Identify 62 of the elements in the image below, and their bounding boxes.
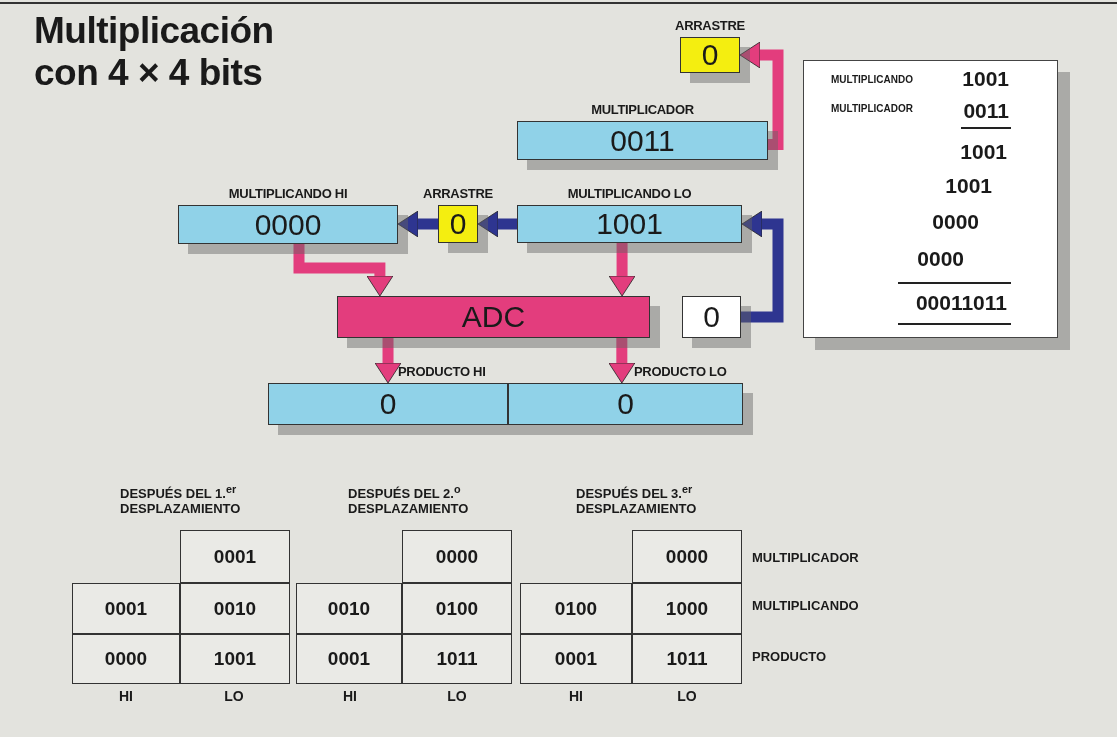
row-label: MULTIPLICADOR <box>752 551 860 566</box>
table-cell: 0001 <box>72 583 180 634</box>
register-value: 0 <box>703 302 720 332</box>
register-value: 1001 <box>596 209 663 239</box>
table-cell: 0001 <box>520 634 632 684</box>
column-label: LO <box>676 688 698 705</box>
binary-number: 1001 <box>960 141 1007 162</box>
register-value: 0 <box>617 389 634 419</box>
register-value: 0011 <box>610 125 675 156</box>
register-label: MULTIPLICANDO HI <box>228 186 348 201</box>
table-cell: 0000 <box>72 634 180 684</box>
operand-label: MULTIPLICANDO <box>831 75 914 85</box>
calculation-panel <box>803 60 1058 338</box>
table-cell: 1011 <box>632 634 742 684</box>
column-label: HI <box>568 688 584 705</box>
table-cell: 1011 <box>402 634 512 684</box>
table-cell: 1000 <box>632 583 742 634</box>
arrow <box>608 338 636 384</box>
register-value: 0 <box>379 389 397 419</box>
table-cell: 0000 <box>402 530 512 583</box>
register-label: MULTIPLICADOR <box>591 102 694 117</box>
register-label: PRODUCTO HI <box>398 364 486 379</box>
arrow <box>608 243 636 297</box>
column-label: LO <box>223 688 245 705</box>
table-cell: 0010 <box>296 583 402 634</box>
arrow <box>477 210 517 238</box>
arrow <box>293 244 394 297</box>
arrow <box>741 210 784 323</box>
binary-number: 1001 <box>962 68 1009 89</box>
row-label: MULTIPLICANDO <box>752 599 860 614</box>
binary-number: 00011011 <box>915 292 1007 313</box>
register-label: PRODUCTO LO <box>634 364 727 379</box>
binary-number: 0000 <box>932 211 979 232</box>
table-cell: 0001 <box>296 634 402 684</box>
table-heading: DESPUÉS DEL 1.$^{er}$ DESPLAZAMIENTO <box>120 483 242 518</box>
arrow <box>374 338 402 384</box>
operand-label: MULTIPLICADOR <box>831 104 914 114</box>
row-label: PRODUCTO <box>752 650 828 665</box>
column-label: HI <box>118 688 134 705</box>
column-label: HI <box>342 688 358 705</box>
register-value: 0 <box>449 209 467 239</box>
register-value: 0000 <box>254 209 322 240</box>
table-cell: 0010 <box>180 583 290 634</box>
register-label: MULTIPLICANDO LO <box>567 186 692 201</box>
register-label: ARRASTRE <box>675 18 745 33</box>
arrow <box>397 210 438 238</box>
binary-number: 0000 <box>917 248 964 269</box>
title: Multiplicación con 4 × 4 bits <box>34 10 275 94</box>
adder-label: ADC <box>461 302 526 332</box>
table-cell: 1001 <box>180 634 290 684</box>
table-cell: 0000 <box>632 530 742 583</box>
column-label: LO <box>446 688 468 705</box>
register-label: ARRASTRE <box>423 186 493 201</box>
arrow <box>739 41 784 150</box>
table-cell: 0100 <box>402 583 512 634</box>
register-value: 0 <box>701 40 719 70</box>
binary-number: 0011 <box>963 100 1009 121</box>
table-heading: DESPUÉS DEL 3.$^{er}$ DESPLAZAMIENTO <box>576 483 698 518</box>
table-cell: 0100 <box>520 583 632 634</box>
table-heading: DESPUÉS DEL 2.$^{o}$ DESPLAZAMIENTO <box>348 483 470 518</box>
table-cell: 0001 <box>180 530 290 583</box>
binary-number: 1001 <box>945 175 992 196</box>
